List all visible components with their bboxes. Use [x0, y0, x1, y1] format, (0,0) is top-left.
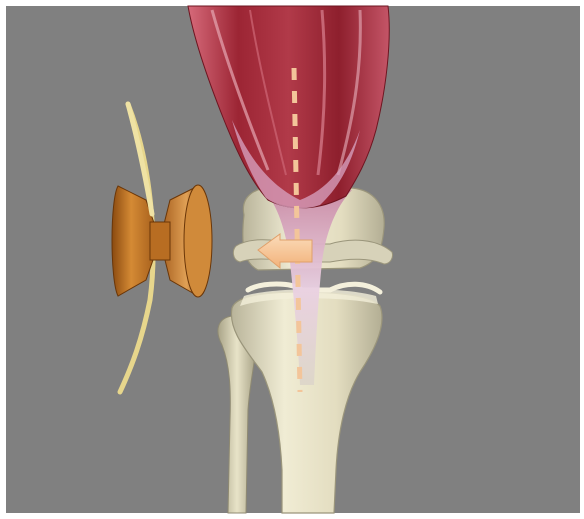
knee-illustration-canvas	[0, 0, 584, 519]
knee-illustration	[0, 0, 584, 519]
